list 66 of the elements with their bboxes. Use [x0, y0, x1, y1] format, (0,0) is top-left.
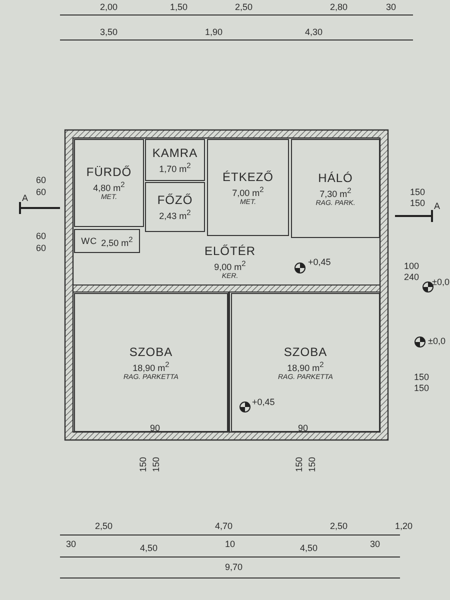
- dimension-label: 150: [410, 199, 426, 208]
- dimension-label: 30: [66, 540, 76, 549]
- level-label: +0,45: [308, 258, 331, 267]
- room: [231, 293, 380, 432]
- room-name: ELŐTÉR: [204, 244, 256, 258]
- room-name: WC: [81, 236, 98, 246]
- room: [145, 139, 205, 181]
- section-label: A: [22, 194, 28, 203]
- dimension-label: 240: [404, 273, 420, 282]
- level-label: ±0,0: [432, 278, 450, 287]
- dimension-label: 30: [370, 540, 380, 549]
- dimension-label: 2,50: [95, 522, 113, 531]
- room-area: 2,43 m$^{2}$: [159, 208, 191, 221]
- dimension-label: 10: [225, 540, 236, 549]
- level-label: +0,45: [252, 398, 275, 407]
- dimension-label: 1,50: [170, 3, 188, 12]
- dimension-label: 2,50: [330, 522, 348, 531]
- room: [145, 182, 205, 232]
- dimension-label: 100: [404, 262, 420, 271]
- room-name: KAMRA: [152, 146, 198, 160]
- dimension-label: 150: [152, 456, 162, 472]
- room-name: SZOBA: [129, 344, 173, 358]
- dimension-label: 60: [36, 244, 46, 253]
- room-area: 7,30 m$^{2}$: [320, 186, 352, 198]
- room-name: HÁLÓ: [318, 170, 353, 184]
- dimension-label: 60: [36, 232, 46, 241]
- dimension-label: 150: [308, 456, 318, 472]
- room: [207, 139, 289, 236]
- room: [291, 139, 380, 238]
- room-area: 1,70 m$^{2}$: [159, 161, 191, 174]
- dimension-label: 4,50: [140, 544, 158, 553]
- section-label: A: [434, 202, 440, 211]
- room-name: FŐZŐ: [157, 193, 193, 207]
- dimension-label: 90: [150, 424, 160, 433]
- room: [74, 229, 140, 253]
- dimension-label: 4,30: [305, 28, 323, 37]
- dimension-label: 4,70: [215, 522, 233, 531]
- dimension-label: 60: [36, 176, 46, 185]
- dimension-label: 150: [295, 456, 304, 472]
- dimension-label: 90: [298, 424, 308, 433]
- room-name: SZOBA: [284, 344, 328, 358]
- dimension-label: 150: [139, 456, 148, 472]
- room-name: FÜRDŐ: [86, 165, 132, 179]
- dimension-label: 30: [386, 3, 396, 12]
- dimension-label: 150: [410, 188, 426, 197]
- dimension-label: 2,50: [235, 3, 253, 12]
- room-area: 7,00 m$^{2}$: [232, 184, 264, 198]
- dimension-label: 1,90: [205, 28, 223, 37]
- room-area: 18,90 m$^{2}$: [132, 360, 170, 372]
- dimension-label: 9,70: [225, 563, 243, 572]
- dimension-label: 1,20: [395, 522, 413, 531]
- room-name: ÉTKEZŐ: [222, 170, 274, 184]
- room: [74, 293, 228, 432]
- dimension-label: 3,50: [100, 28, 118, 37]
- dimension-label: 60: [36, 188, 46, 197]
- level-label: ±0,0: [428, 337, 446, 346]
- dimension-label: 2,80: [330, 3, 348, 12]
- room-area: 4,80 m$^{2}$: [93, 180, 125, 193]
- room-area: 2,50 m$^{2}$: [101, 234, 133, 248]
- room-area: 18,90 m$^{2}$: [287, 360, 324, 372]
- dimension-label: 2,00: [100, 3, 118, 12]
- room-area: 9,00 m$^{2}$: [214, 259, 246, 272]
- dimension-label: 4,50: [300, 544, 318, 553]
- dimension-label: 150: [414, 373, 430, 382]
- room: [74, 139, 144, 227]
- dimension-label: 150: [414, 384, 430, 393]
